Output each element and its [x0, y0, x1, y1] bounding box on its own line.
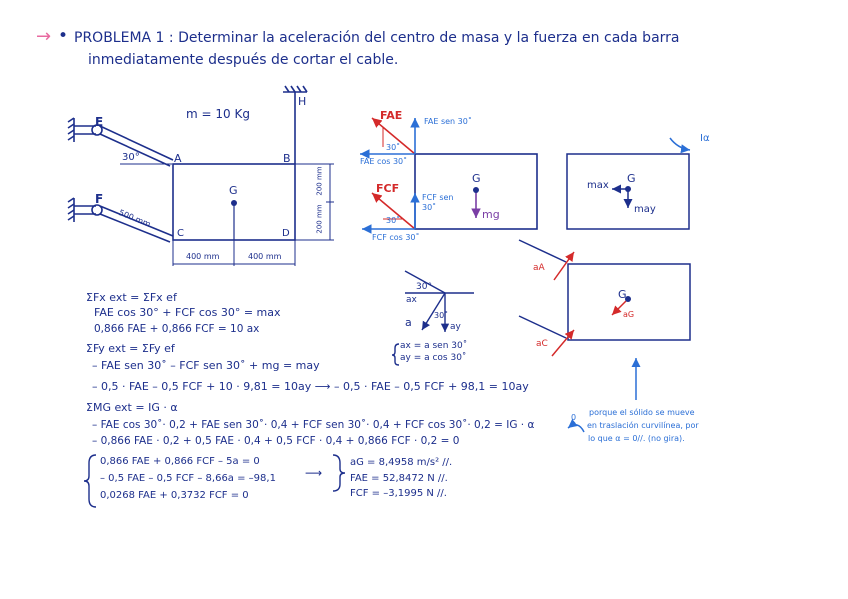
ay-label: ay — [450, 322, 461, 332]
kd-G: G — [627, 172, 636, 185]
fcf-angle: 30˚ — [386, 216, 401, 225]
dim-vertical-1: 200 mm — [315, 166, 324, 196]
point-C: C — [177, 228, 184, 239]
header-arrow: → — [36, 26, 52, 47]
accel-angle-2: 30˚ — [434, 311, 449, 320]
may-label: may — [634, 204, 656, 215]
fx-equation-2: 0,866 FAE + 0,866 FCF = 10 ax — [94, 323, 260, 335]
header-bullet: • — [58, 26, 69, 46]
kinetic-diagram — [566, 137, 691, 230]
fy-equation-2: – 0,5 · FAE – 0,5 FCF + 10 · 9,81 = 10ay… — [92, 380, 529, 393]
dim-left: 400 mm — [186, 252, 220, 261]
alpha-zero: 0 — [571, 413, 577, 422]
point-H: H — [298, 95, 307, 108]
sum-m-heading: ΣMG ext = IG · α — [86, 401, 178, 414]
problem-title: PROBLEMA 1 : Determinar la aceleración d… — [74, 30, 680, 46]
mass-label: m = 10 Kg — [186, 107, 250, 121]
dim-right: 400 mm — [248, 252, 282, 261]
fae-angle: 30˚ — [386, 143, 401, 152]
max-label: max — [587, 180, 609, 191]
fy-equation-1: – FAE sen 30˚ – FCF sen 30˚ + mg = may — [92, 359, 320, 372]
fx-equation-1: FAE cos 30° + FCF cos 30° = max — [94, 306, 281, 319]
ax-label: ax — [406, 295, 417, 305]
point-E: E — [95, 115, 104, 129]
moment-equation-2: – 0,866 FAE · 0,2 + 0,5 FAE · 0,4 + 0,5 … — [92, 435, 460, 447]
point-F: F — [95, 192, 104, 206]
note-line-2: en traslación curvilínea, por — [587, 421, 699, 430]
fcf-sin-label: FCF sen 30˚ — [422, 193, 454, 212]
point-D: D — [282, 228, 290, 239]
trans-G: G — [618, 288, 627, 301]
note-line-3: lo que α = 0//. (no gira). — [588, 434, 685, 443]
system-row-1: 0,866 FAE + 0,866 FCF – 5a = 0 — [100, 456, 260, 467]
a-label: a — [405, 316, 412, 329]
angle-label: 30° — [122, 152, 140, 163]
translation-sketch — [518, 239, 691, 433]
aG-label: aG — [623, 310, 635, 319]
solution-aG: aG = 8,4958 m/s² //. — [350, 457, 453, 468]
system-row-2: – 0,5 FAE – 0,5 FCF – 8,66a = –98,1 — [100, 473, 276, 484]
system-arrow: ⟶ — [305, 466, 323, 480]
aA-label: aA — [533, 263, 545, 273]
fae-label: FAE — [380, 109, 403, 122]
fae-sin-label: FAE sen 30˚ — [424, 117, 472, 126]
fcf-label: FCF — [376, 182, 400, 195]
solution-FAE: FAE = 52,8472 N //. — [350, 473, 448, 484]
sum-fx-heading: ΣFx ext = ΣFx ef — [86, 291, 177, 304]
accel-angle: 30° — [416, 282, 432, 292]
figure1-structure — [67, 85, 334, 266]
point-A: A — [174, 152, 182, 165]
sum-fy-heading: ΣFy ext = ΣFy ef — [86, 342, 175, 355]
fae-cos-label: FAE cos 30˚ — [360, 157, 408, 166]
system-row-3: 0,0268 FAE + 0,3732 FCF = 0 — [100, 490, 249, 501]
problem-title-line2: inmediatamente después de cortar el cabl… — [88, 52, 399, 68]
acceleration-sketch — [404, 270, 474, 332]
mg-label: mg — [482, 208, 500, 221]
ay-equation: ay = a cos 30˚ — [400, 353, 467, 363]
system-braces — [83, 343, 400, 508]
fcf-cos-label: FCF cos 30˚ — [372, 233, 420, 242]
moment-equation-1: – FAE cos 30˚· 0,2 + FAE sen 30˚· 0,4 + … — [92, 419, 535, 431]
fbd-G: G — [472, 172, 481, 185]
aC-label: aC — [536, 339, 548, 349]
fbd-diagram — [360, 117, 538, 234]
note-line-1: porque el sólido se mueve — [589, 408, 695, 417]
dim-vertical-2: 200 mm — [315, 204, 324, 234]
solution-FCF: FCF = –3,1995 N //. — [350, 488, 447, 499]
point-B: B — [283, 152, 291, 165]
point-G: G — [229, 184, 238, 197]
ax-equation: ax = a sen 30˚ — [400, 341, 468, 351]
ig-alpha-label: Iα — [700, 133, 710, 144]
